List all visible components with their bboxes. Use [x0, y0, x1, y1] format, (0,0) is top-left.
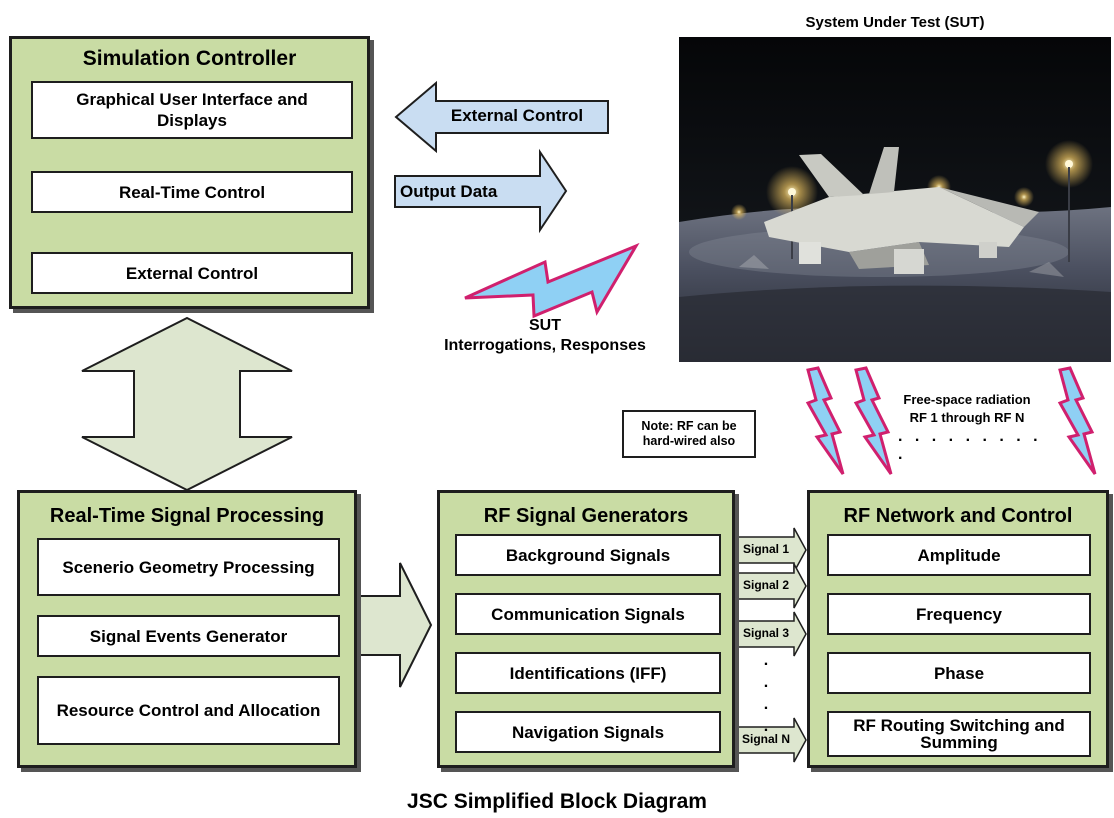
signal-label: Signal 3 [742, 626, 789, 640]
identifications-box: Identifications (IFF) [455, 652, 721, 694]
output-data-arrow-label: Output Data [400, 182, 498, 201]
rf-network-title: RF Network and Control [843, 505, 1073, 527]
sut-signal-label: SUT [529, 317, 561, 334]
phase-box: Phase [827, 652, 1091, 694]
signal-label: Signal 2 [742, 578, 789, 592]
note-box: Note: RF can be hard-wired also [622, 410, 756, 458]
external-control-arrow [394, 80, 609, 154]
real-time-control-box: Real-Time Control [31, 171, 353, 213]
signal-arrow [735, 611, 807, 657]
rf-signal-generators-panel: RF Signal Generators Background Signals … [437, 490, 735, 768]
amplitude-box: Amplitude [827, 534, 1091, 576]
frequency-box: Frequency [827, 593, 1091, 635]
bidirectional-arrow [81, 316, 293, 492]
communication-signals-box: Communication Signals [455, 593, 721, 635]
rf-lightning-icon [805, 366, 845, 475]
signal-arrow [735, 563, 807, 609]
signal-events-box: Signal Events Generator [37, 615, 340, 657]
processing-to-generators-arrow [354, 562, 433, 688]
note-line-2: hard-wired also [642, 434, 736, 448]
sut-signal-sublabel: Interrogations, Responses [444, 337, 646, 354]
radiation-label: Free-space radiation [903, 392, 1031, 407]
sut-photo [679, 37, 1111, 362]
background-signals-box: Background Signals [455, 534, 721, 576]
radiation-sublabel: RF 1 through RF N [909, 410, 1025, 425]
real-time-signal-processing-panel: Real-Time Signal Processing Scenerio Geo… [17, 490, 357, 768]
resource-control-box: Resource Control and Allocation [37, 676, 340, 745]
external-control-box: External Control [31, 252, 353, 294]
navigation-signals-box: Navigation Signals [455, 711, 721, 753]
rf-generators-title: RF Signal Generators [483, 505, 689, 527]
rf-lightning-icon [1057, 366, 1097, 475]
rf-network-control-panel: RF Network and Control Amplitude Frequen… [807, 490, 1109, 768]
aircraft-image [679, 37, 1111, 362]
signal-label: Signal N [741, 732, 790, 746]
external-control-arrow-label: External Control [450, 106, 584, 125]
scenario-geometry-box: Scenerio Geometry Processing [37, 538, 340, 596]
sut-caption: System Under Test (SUT) [805, 14, 985, 31]
diagram-title: JSC Simplified Block Diagram [407, 790, 707, 813]
rf-routing-box: RF Routing Switching and Summing [827, 711, 1091, 757]
signal-ellipsis: .... [763, 652, 769, 735]
rf-lightning-icon [853, 366, 893, 475]
note-line-1: Note: RF can be [641, 419, 737, 433]
simulation-controller-panel: Simulation Controller Graphical User Int… [9, 36, 370, 309]
sut-lightning-icon [464, 242, 640, 319]
signal-label: Signal 1 [742, 542, 789, 556]
signal-arrow [735, 527, 807, 573]
simulation-controller-title: Simulation Controller [82, 47, 297, 70]
rtsp-title: Real-Time Signal Processing [49, 505, 325, 527]
radiation-dots: . . . . . . . . . . [898, 428, 1042, 463]
gui-displays-box: Graphical User Interface and Displays [31, 81, 353, 139]
signal-arrow [735, 717, 807, 763]
output-data-arrow [394, 148, 568, 234]
